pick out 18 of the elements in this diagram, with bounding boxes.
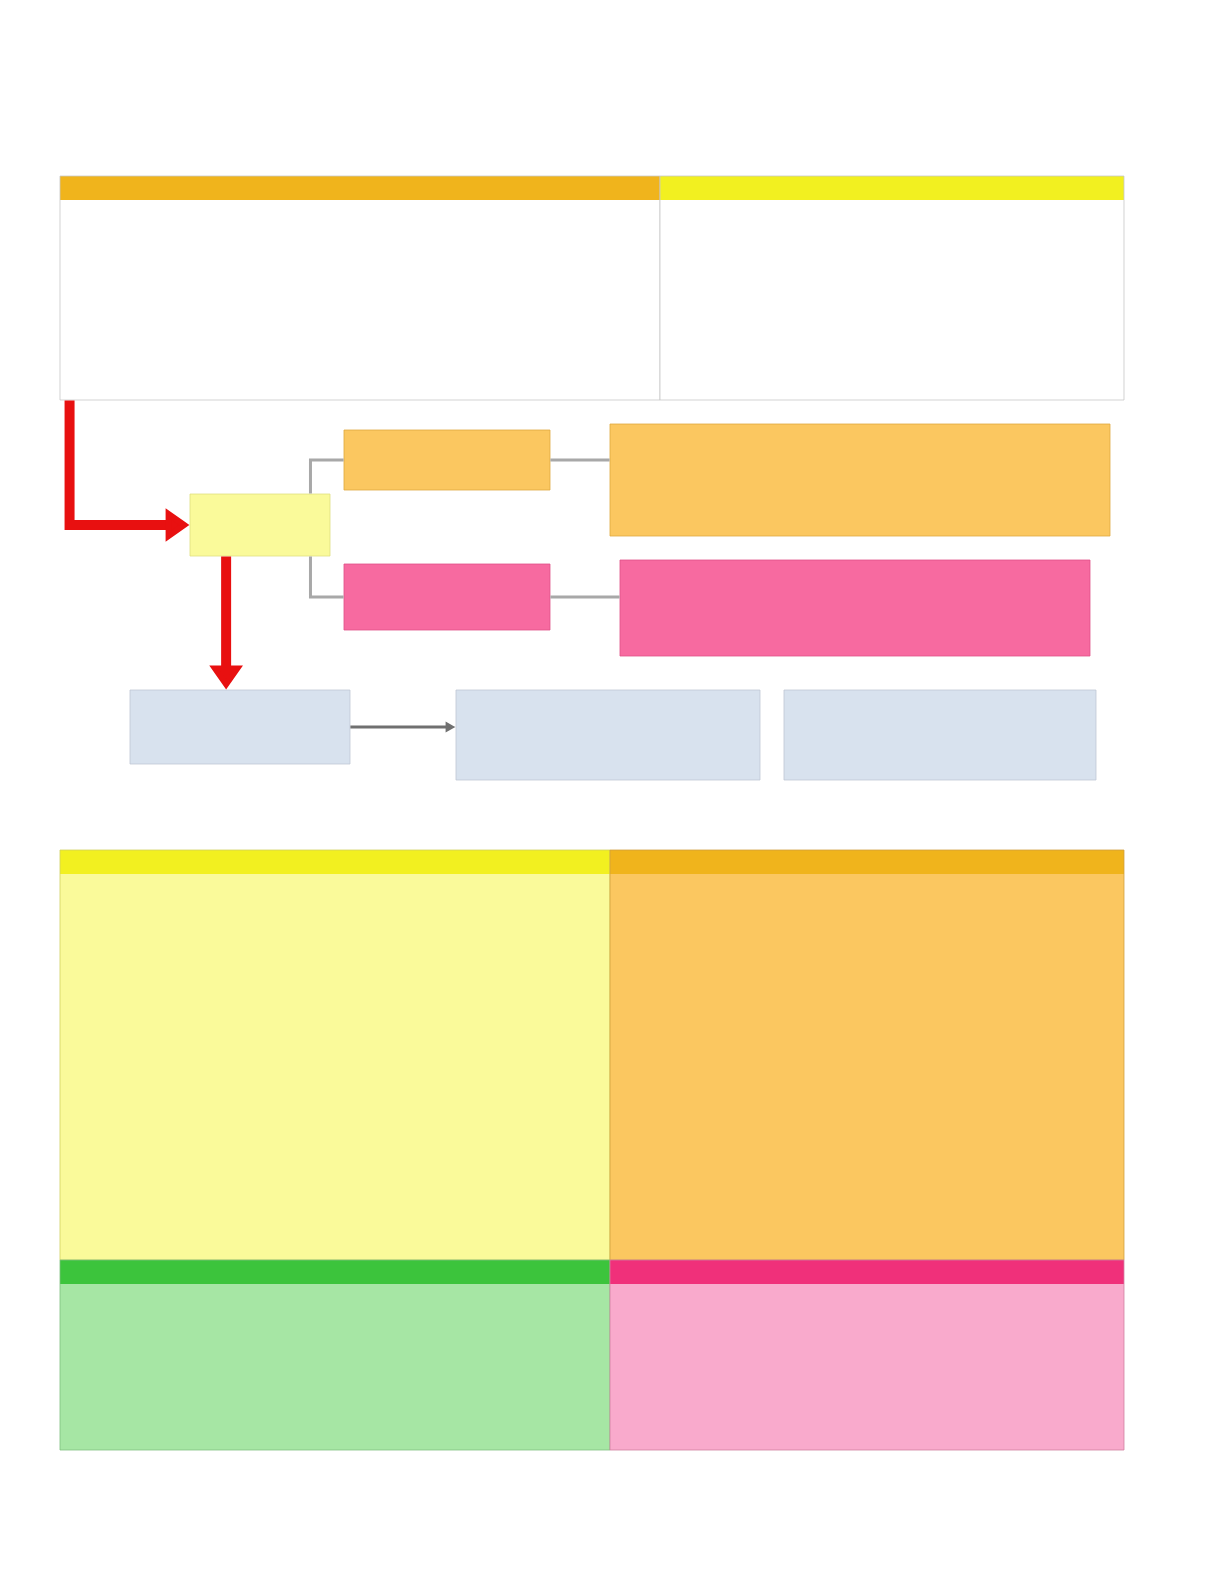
connector-line <box>308 556 344 599</box>
table-cell <box>59 175 661 401</box>
connector-line <box>550 595 620 599</box>
table-cell <box>59 849 611 1261</box>
table-cell <box>609 849 1125 1261</box>
table-cell <box>609 1259 1125 1451</box>
box <box>129 689 351 765</box>
box <box>455 689 761 781</box>
box <box>619 559 1091 657</box>
box <box>609 423 1111 537</box>
connector-line <box>550 458 610 462</box>
table-cell <box>659 175 1125 401</box>
connector-line <box>308 458 344 494</box>
box <box>343 563 551 631</box>
box <box>783 689 1097 781</box>
box <box>343 429 551 491</box>
box <box>189 493 331 557</box>
table-cell <box>59 1259 611 1451</box>
